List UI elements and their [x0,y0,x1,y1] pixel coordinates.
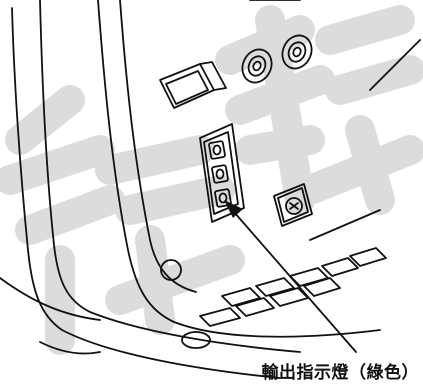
housing-left-edge [11,7,281,379]
front-foot [181,331,211,349]
leader-arrowhead [224,200,243,218]
output-indicator-label: 輸出指示燈（綠色） [261,363,419,383]
base-curve [0,277,101,321]
base-lip [39,341,101,355]
indicator-panel [199,123,245,223]
indicator-led-3 [214,188,232,208]
housing-edge-3 [97,0,381,338]
leader-line [233,211,357,353]
rear-foot [160,259,182,281]
round-connector-right [281,34,313,70]
square-socket [273,183,313,227]
housing-edge-2 [39,0,301,353]
panel-right-diagonal [369,39,421,91]
indicator-led-2 [211,164,229,184]
housing-inner-edge [119,0,197,293]
line-art [0,0,421,379]
panel-lower-edge [309,209,381,241]
round-connector-left [241,48,273,84]
indicator-led-1 [208,140,226,160]
power-switch [159,61,227,109]
